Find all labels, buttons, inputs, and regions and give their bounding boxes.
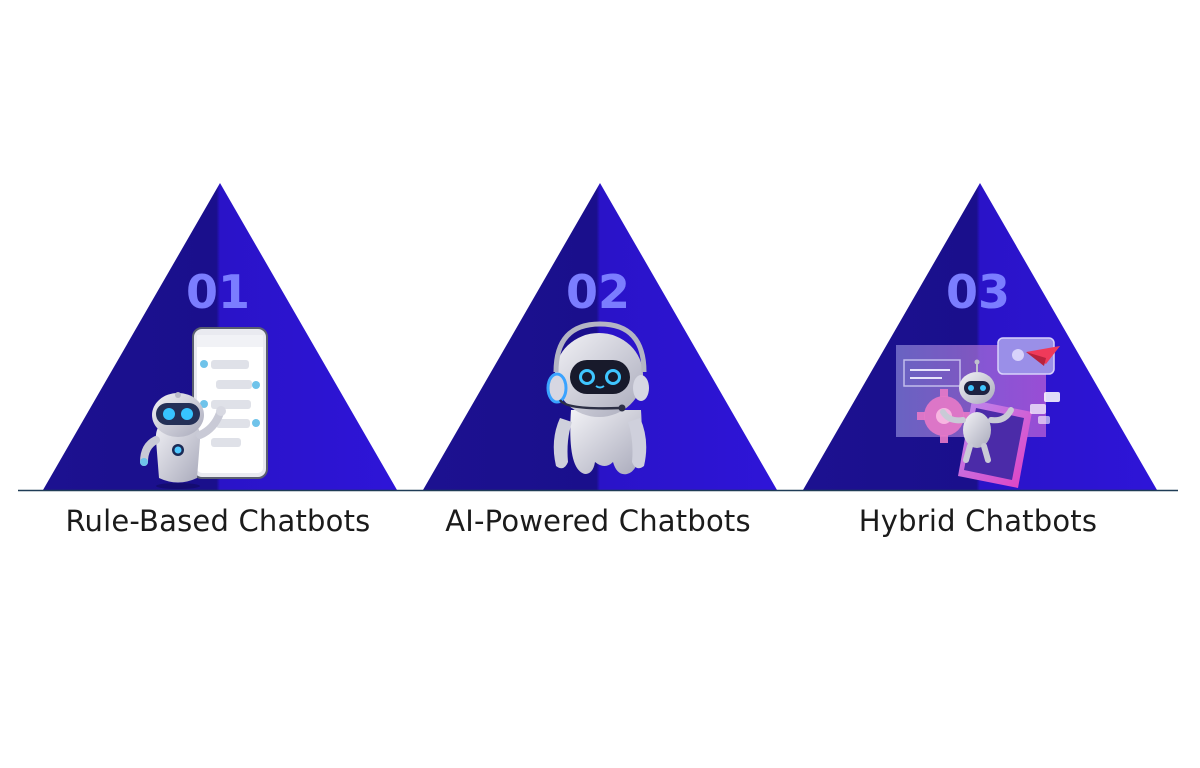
card-number-1: 01 [186, 265, 250, 319]
robot-on-smartphone-with-gears-icon [896, 337, 1060, 488]
robot-with-headset-icon [546, 321, 649, 475]
card-label-1: Rule-Based Chatbots [65, 504, 371, 538]
card-number-2: 02 [566, 265, 630, 319]
robot-with-phone-chat-icon [140, 327, 268, 489]
card-number-3: 03 [946, 265, 1010, 319]
card-label-2: AI-Powered Chatbots [445, 504, 751, 538]
card-label-3: Hybrid Chatbots [858, 504, 1098, 538]
triangle-3 [803, 183, 1157, 490]
